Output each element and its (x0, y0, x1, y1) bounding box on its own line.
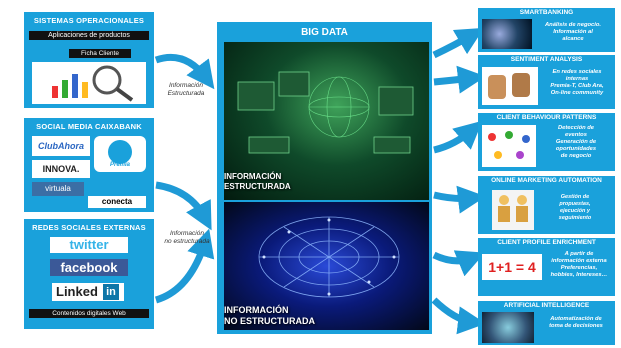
linkedin-logo: Linked in (52, 283, 124, 301)
no-estructurada-label-line2: no estructurada (164, 238, 210, 245)
behaviour-title: CLIENT BEHAVIOUR PATTERNS (496, 114, 597, 121)
enrichment-desc-2: información externa (551, 258, 607, 264)
marketing-desc-4: seguimiento (558, 215, 592, 221)
sistemas-operacionales-panel: SISTEMAS OPERACIONALES Aplicaciones de p… (24, 12, 154, 108)
premia-text: Premia (109, 162, 130, 168)
behaviour-desc-1: Detección de (557, 125, 595, 131)
smartbanking-panel: SMARTBANKING Análisis de negocio. Inform… (478, 8, 615, 52)
conecta-logo: conecta (88, 196, 146, 208)
estructurada-label-line1: Información (169, 82, 203, 89)
premia-logo: Premia (94, 136, 146, 172)
datacenter-image: INFORMACIÓN ESTRUCTURADA (224, 42, 429, 200)
smartbanking-title: SMARTBANKING (519, 9, 574, 16)
enrichment-title: CLIENT PROFILE ENRICHMENT (497, 239, 596, 246)
arrow-to-ai (431, 297, 486, 335)
no-estructurada-label: Información no estructurada (158, 230, 216, 246)
smartbanking-desc-1: Análisis de negocio. (544, 22, 602, 28)
sentiment-desc-3: Premia-T, Club Ara, (550, 83, 604, 89)
big-data-title: BIG DATA (301, 27, 348, 38)
artificial-intelligence-panel: ARTIFICIAL INTELLIGENCE Automatización d… (478, 301, 615, 345)
estructurada-caption-line2: ESTRUCTURADA (224, 182, 291, 191)
ficha-cliente-label: Ficha Cliente (69, 49, 131, 58)
ai-desc: Automatización de toma de decisiones (538, 316, 614, 330)
sentiment-desc-2: internas (565, 76, 589, 82)
clubahora-logo: ClubAhora (32, 136, 90, 156)
enrichment-desc-4: hobbies, Intereses… (550, 272, 608, 278)
enrichment-desc-3: Preferencias, (560, 265, 598, 271)
twitter-logo: twitter (50, 237, 128, 253)
redes-sociales-panel: REDES SOCIALES EXTERNAS twitter facebook… (24, 219, 154, 329)
formula-image: 1+1 = 4 (482, 254, 542, 280)
sentiment-panel: SENTIMENT ANALYSIS En redes sociales int… (478, 55, 615, 109)
thumbs-image (482, 67, 538, 105)
enrichment-desc-1: A partir de (564, 251, 594, 257)
marketing-desc: Gestión de propuestas, ejecución y segui… (542, 194, 608, 222)
social-media-panel: SOCIAL MEDIA CAIXABANK ClubAhora Premia … (24, 118, 154, 212)
no-estructurada-label-line1: Información (170, 230, 204, 237)
behaviour-desc: Detección de eventos Generación de oport… (538, 125, 614, 160)
estructurada-label-line2: Estructurada (167, 90, 205, 97)
innova-logo: INNOVA. (32, 160, 90, 178)
arrow-redes-to-bigdata (154, 228, 215, 304)
behaviour-desc-3: Generación de (555, 139, 597, 145)
marketing-desc-3: ejecución y (560, 208, 590, 214)
behaviour-desc-2: eventos (565, 132, 587, 138)
chart-magnifier-image (32, 62, 146, 104)
arrow-to-behaviour (433, 120, 483, 154)
arrow-to-enrichment (432, 250, 485, 277)
enrichment-desc: A partir de información externa Preferen… (544, 251, 614, 279)
handshake-image (492, 190, 534, 230)
sentiment-title: SENTIMENT ANALYSIS (510, 56, 583, 63)
no-estructurada-caption: INFORMACIÓN NO ESTRUCTURADA (224, 305, 315, 327)
social-media-title: SOCIAL MEDIA CAIXABANK (36, 122, 142, 131)
client-behaviour-panel: CLIENT BEHAVIOUR PATTERNS Detección de e… (478, 113, 615, 171)
smartbanking-desc-2: Información al (553, 29, 593, 35)
no-estructurada-caption-line2: NO ESTRUCTURADA (224, 316, 315, 326)
arrow-social-to-bigdata (155, 181, 212, 231)
redes-title: REDES SOCIALES EXTERNAS (32, 223, 146, 232)
ai-desc-2: toma de decisiones (549, 323, 603, 329)
marketing-desc-1: Gestión de (560, 194, 590, 200)
virtuala-logo: virtuala (32, 182, 84, 196)
estructurada-label: Información Estructurada (160, 82, 212, 98)
facebook-logo: facebook (50, 259, 128, 276)
aplicaciones-label: Aplicaciones de productos (29, 31, 149, 40)
circuit-brain-image: INFORMACIÓN NO ESTRUCTURADA (224, 202, 429, 330)
people-network-image (482, 125, 536, 167)
sentiment-desc: En redes sociales internas Premia-T, Clu… (540, 69, 614, 97)
ai-title: ARTIFICIAL INTELLIGENCE (503, 302, 590, 309)
estructurada-caption-line1: INFORMACIÓN (224, 172, 282, 181)
smartbanking-desc-3: alcance (562, 36, 584, 42)
arrow-to-smartbanking (432, 27, 485, 59)
sistemas-title: SISTEMAS OPERACIONALES (33, 16, 145, 25)
sentiment-desc-1: En redes sociales (552, 69, 602, 75)
smartbanking-desc: Análisis de negocio. Información al alca… (534, 22, 612, 43)
big-data-panel: BIG DATA INFORMACIÓN ESTRUCTURADA (217, 22, 432, 334)
sentiment-desc-4: On-line community (550, 90, 604, 96)
no-estructurada-caption-line1: INFORMACIÓN (224, 305, 289, 315)
profile-enrichment-panel: CLIENT PROFILE ENRICHMENT 1+1 = 4 A part… (478, 238, 615, 296)
behaviour-desc-4: oportunidades (555, 146, 597, 152)
linkedin-text: Linked (56, 284, 98, 299)
behaviour-desc-5: de negocio (560, 153, 592, 159)
marketing-title: ONLINE MARKETING AUTOMATION (491, 177, 602, 184)
arrow-sistemas-to-bigdata (154, 53, 215, 90)
linkedin-in-badge: in (103, 284, 119, 300)
ai-face-image (482, 312, 534, 343)
marketing-desc-2: propuestas, (559, 201, 591, 207)
contenidos-web-label: Contenidos digitales Web (29, 309, 149, 318)
ai-desc-1: Automatización de (550, 316, 602, 322)
eye-image (482, 19, 532, 49)
arrow-to-marketing (433, 185, 486, 214)
estructurada-caption: INFORMACIÓN ESTRUCTURADA (224, 172, 291, 192)
marketing-automation-panel: ONLINE MARKETING AUTOMATION Gestión de p… (478, 176, 615, 234)
arrow-to-sentiment (433, 65, 486, 94)
